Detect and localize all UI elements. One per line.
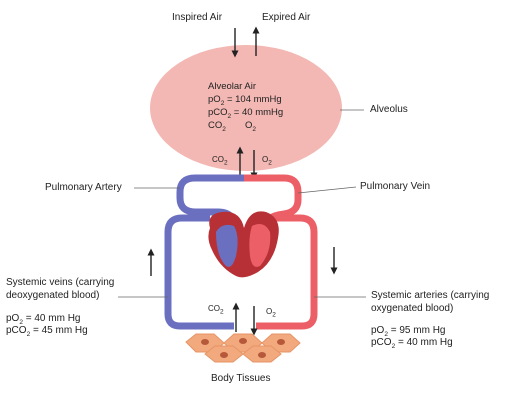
systemic-veins-po2-prefix: pO [6,313,20,324]
alveolar-pco2: pCO2 = 40 mmHg [208,107,284,120]
subscript: 2 [391,343,396,350]
cell-nucleus [277,339,285,345]
systemic-veins-po2: pO2 = 40 mm Hg [6,313,81,326]
systemic-arteries-label-1: Systemic arteries (carrying [371,290,490,301]
heart-right-side [216,224,238,267]
subscript: 2 [220,308,224,316]
tissue-co2-label: CO2 [208,304,224,316]
body-tissue-cells [185,333,301,363]
subscript: 2 [220,99,225,107]
subscript: 2 [222,125,226,133]
alveolar-po2: pO2 = 104 mmHg [208,94,282,107]
tissue-co2-text: CO [208,304,220,313]
alveolar-po2-prefix: pO [208,94,221,105]
subscript: 2 [268,159,272,167]
systemic-veins-pco2: pCO2 = 45 mm Hg [6,325,88,338]
subscript: 2 [227,112,232,120]
lung-o2-label: O2 [262,155,272,167]
cell-nucleus [239,338,247,344]
systemic-veins-label-1: Systemic veins (carrying [6,277,115,288]
systemic-arteries-po2-value: = 95 mm Hg [387,325,446,336]
alveolus-shape [150,45,342,171]
alveolar-o2: O2 [245,120,257,133]
systemic-veins-label-2: deoxygenated blood) [6,290,100,301]
systemic-arteries-pco2-value: = 40 mm Hg [395,337,453,348]
subscript: 2 [384,331,388,338]
systemic-veins-pco2-prefix: pCO [6,325,27,336]
subscript: 2 [19,319,23,326]
body-tissues-label: Body Tissues [211,373,271,384]
alveolar-po2-value: = 104 mmHg [224,94,282,105]
alveolar-pco2-prefix: pCO [208,107,228,118]
systemic-arteries-label-2: oxygenated blood) [371,303,454,314]
alveolar-pco2-value: = 40 mmHg [231,107,284,118]
lung-co2-label: CO2 [212,155,228,167]
subscript: 2 [26,331,31,338]
lung-co2-text: CO [212,155,224,164]
cell-nucleus [258,352,266,358]
systemic-arteries-po2-prefix: pO [371,325,385,336]
systemic-arteries-pco2: pCO2 = 40 mm Hg [371,337,453,350]
subscript: 2 [224,159,228,167]
systemic-veins-pco2-value: = 45 mm Hg [30,325,88,336]
cell-nucleus [201,339,209,345]
subscript: 2 [252,125,257,133]
alveolar-co2-text: CO [208,120,223,131]
alveolar-air-title: Alveolar Air [208,81,257,92]
expired-air-label: Expired Air [262,12,311,23]
systemic-veins-po2-value: = 40 mm Hg [22,313,81,324]
heart [208,211,279,278]
lung-o2-text: O [262,155,269,164]
pulmonary-vein-label: Pulmonary Vein [360,181,431,192]
subscript: 2 [272,311,276,319]
tissue-o2-label: O2 [266,307,276,319]
systemic-arteries-po2: pO2 = 95 mm Hg [371,325,446,338]
tissue-o2-text: O [266,307,273,316]
cell-nucleus [220,352,228,358]
pulmonary-artery-label: Pulmonary Artery [45,182,122,193]
alveolar-o2-text: O [245,120,253,131]
systemic-vein-vessel [164,214,234,330]
alveolus-label: Alveolus [370,104,408,115]
inspired-air-label: Inspired Air [172,12,223,23]
alveolar-co2: CO2 [208,120,226,133]
systemic-arteries-pco2-prefix: pCO [371,337,392,348]
systemic-artery-vessel [256,214,318,330]
heart-left-side [249,224,271,267]
pulmonary-vein-leader [297,186,357,194]
